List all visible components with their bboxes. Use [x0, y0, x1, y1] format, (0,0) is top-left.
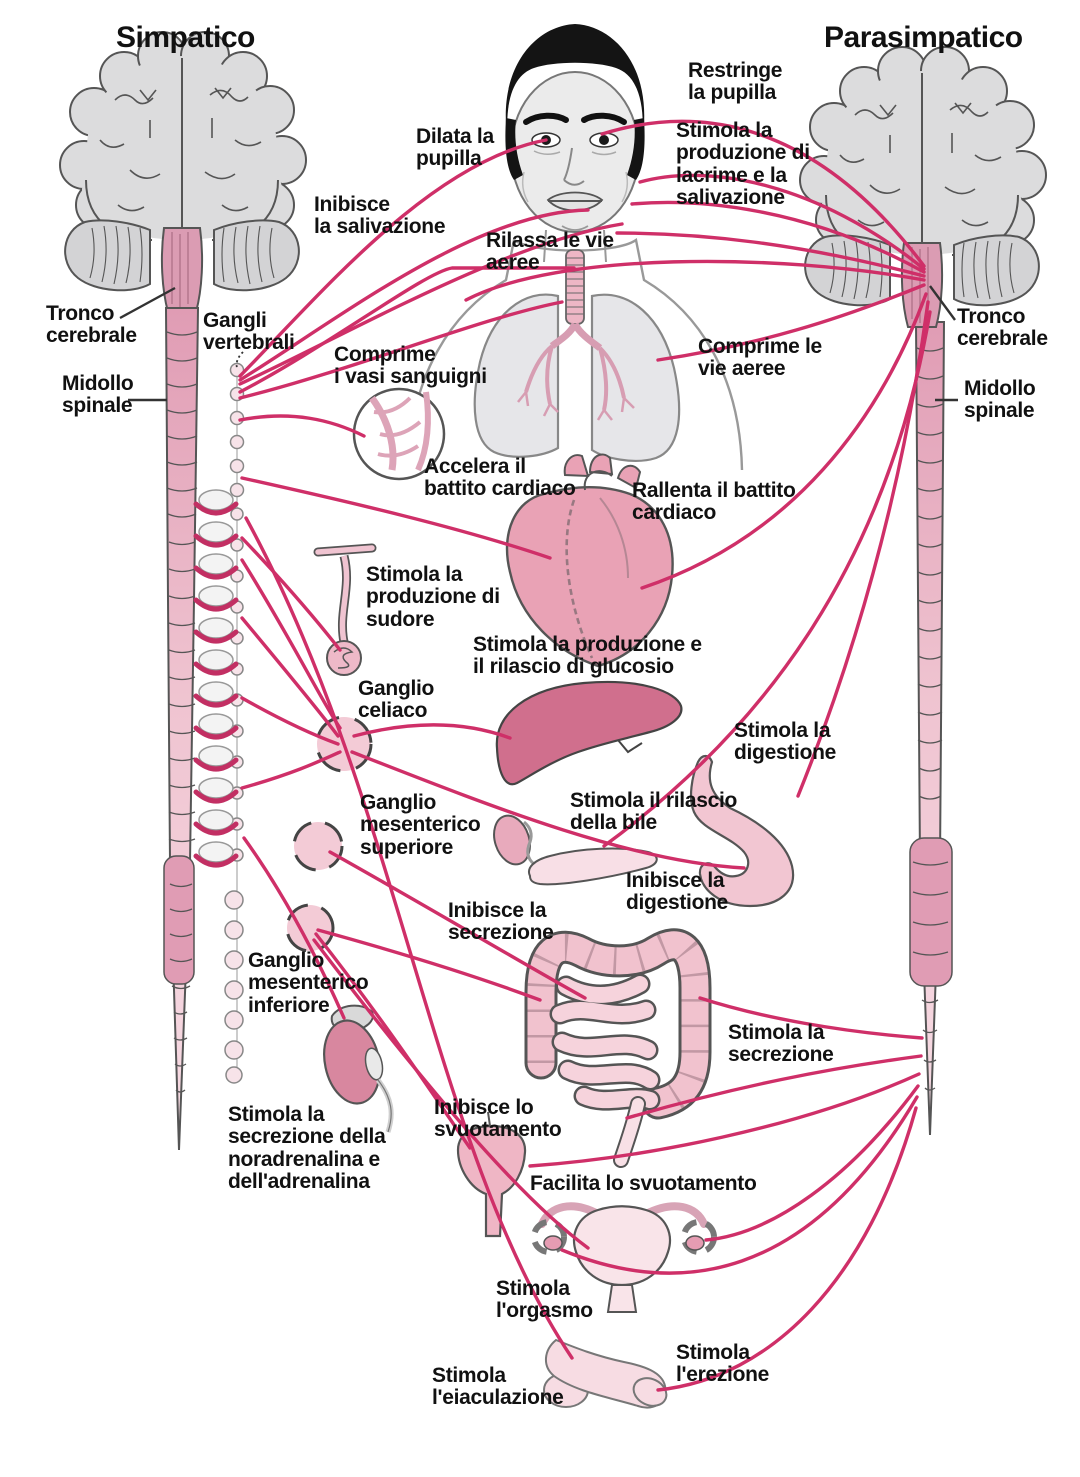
label-inibisce-salivazione: Inibisce la salivazione	[314, 193, 446, 239]
label-comprime-vasi: Comprime i vasi sanguigni	[334, 343, 487, 389]
vertebral-ganglia	[193, 489, 239, 868]
label-inibisce-digestione: Inibisce la digestione	[626, 869, 729, 915]
superior-mesenteric-ganglion	[292, 820, 344, 872]
intestines-illustration	[524, 928, 712, 1168]
title-sympathetic: Simpatico	[116, 21, 255, 54]
label-stimola-secrezione: Stimola la secrezione	[728, 1021, 834, 1067]
label-comprime-vie-aeree: Comprime le vie aeree	[698, 335, 822, 381]
head-illustration	[505, 24, 645, 263]
hair-shape	[505, 24, 645, 142]
label-stimola-digestione: Stimola la digestione	[734, 719, 837, 765]
eyebrow-left	[523, 112, 569, 125]
label-midollo-spinale-left: Midollo spinale	[62, 372, 134, 418]
ovary-left	[543, 1235, 563, 1251]
ovary-right	[685, 1235, 705, 1251]
label-rilassa-vie-aeree: Rilassa le vie aeree	[486, 229, 614, 275]
lungs-illustration	[473, 249, 681, 462]
label-tronco-cerebrale-right: Tronco cerebrale	[957, 305, 1048, 351]
label-tronco-cerebrale-left: Tronco cerebrale	[46, 302, 137, 348]
brainstem	[160, 227, 204, 313]
heart-illustration	[505, 453, 674, 668]
penis-illustration	[543, 1338, 668, 1409]
label-stimola-erezione: Stimola l'erezione	[676, 1341, 770, 1387]
label-stimola-eiaculazione: Stimola l'eiaculazione	[432, 1364, 564, 1410]
label-midollo-spinale-right: Midollo spinale	[964, 377, 1036, 423]
label-stimola-orgasmo: Stimola l'orgasmo	[496, 1277, 593, 1323]
gallbladder-illustration	[493, 814, 536, 866]
label-stimola-bile: Stimola il rilascio della bile	[570, 789, 738, 835]
blood-vessels-illustration	[352, 387, 446, 481]
label-inibisce-svuotamento: Inibisce lo svuotamento	[434, 1096, 562, 1142]
label-rallenta-battito: Rallenta il battito cardiaco	[632, 479, 796, 525]
right-spinal-cord-illustration	[909, 321, 953, 1136]
label-pointers	[119, 285, 958, 402]
label-accelera-battito: Accelera il battito cardiaco	[424, 455, 576, 501]
lung-left	[473, 293, 560, 458]
sweat-gland-illustration	[313, 543, 377, 676]
left-brain-illustration	[59, 31, 307, 313]
label-ganglio-celiaco: Ganglio celiaco	[358, 677, 435, 723]
parasympathetic-nerves	[464, 119, 932, 1392]
pancreas-illustration	[528, 847, 658, 886]
small-intestine	[549, 973, 661, 1111]
label-gangli-vertebrali: Gangli vertebrali	[203, 309, 295, 355]
liver-illustration	[495, 680, 683, 786]
label-dilata-pupilla: Dilata la pupilla	[416, 125, 494, 171]
nose	[563, 147, 585, 186]
sympathetic-chain-illustration	[193, 362, 245, 1084]
label-ganglio-mes-inf: Ganglio mesenterico inferiore	[248, 949, 369, 1017]
sympathetic-nerves	[238, 138, 746, 1360]
label-stimola-sudore: Stimola la produzione di sudore	[366, 563, 500, 631]
lung-right	[590, 293, 681, 462]
prevertebral-ganglia-illustration	[285, 715, 373, 953]
uterus-illustration	[531, 1202, 717, 1313]
eyebrow-right	[581, 112, 627, 125]
label-stimola-lacrime: Stimola la produzione di lacrime e la sa…	[676, 119, 810, 210]
left-spinal-cord-illustration	[163, 307, 200, 1151]
cerebellum	[64, 219, 300, 292]
label-inibisce-secrezione: Inibisce la secrezione	[448, 899, 554, 945]
label-stimola-noradrenalina: Stimola la secrezione della noradrenalin…	[228, 1103, 386, 1194]
label-facilita-svuotamento: Facilita lo svuotamento	[530, 1172, 757, 1195]
label-stimola-glucosio: Stimola la produzione e il rilascio di g…	[473, 633, 702, 679]
title-parasympathetic: Parasimpatico	[824, 21, 1023, 54]
label-ganglio-mes-sup: Ganglio mesenterico superiore	[360, 791, 481, 859]
bronchi	[549, 322, 603, 351]
label-restringe-pupilla: Restringe la pupilla	[688, 59, 783, 105]
